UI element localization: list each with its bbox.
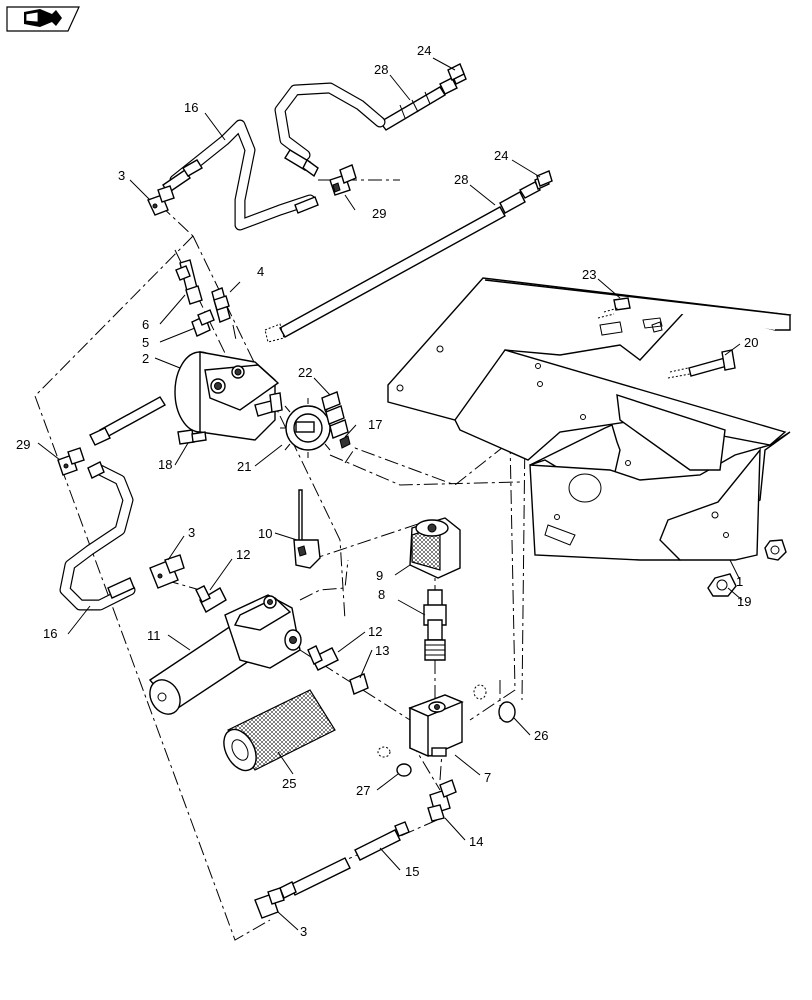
leader-lines (37, 57, 743, 931)
chain-link (321, 391, 349, 439)
book-arrow-icon[interactable] (6, 6, 80, 32)
callout-16-lower: 16 (43, 626, 57, 641)
callout-21: 21 (237, 459, 251, 474)
key (339, 435, 351, 449)
callout-28-top: 28 (374, 62, 388, 77)
bolt-18 (177, 429, 207, 445)
callout-10: 10 (258, 526, 272, 541)
callout-5: 5 (142, 335, 149, 350)
adapter-5 (191, 309, 215, 337)
callout-24-top: 24 (417, 43, 431, 58)
callout-16-top: 16 (184, 100, 198, 115)
elbow-fitting-29-upper (329, 164, 357, 196)
callout-11: 11 (147, 628, 161, 643)
adapter-4 (211, 287, 231, 323)
hose-15 (279, 821, 410, 899)
tee-fitting-3-mid (149, 554, 185, 589)
callout-2: 2 (142, 351, 149, 366)
callout-29-top: 29 (372, 206, 386, 221)
filter-element (223, 689, 336, 772)
callout-24-right: 24 (494, 148, 508, 163)
fitting-12-upper (195, 585, 227, 613)
elbow-fitting-14 (427, 779, 457, 822)
callout-13: 13 (375, 643, 389, 658)
sensor (293, 489, 321, 569)
callout-23: 23 (582, 267, 596, 282)
elbow-fitting-3-upper (147, 185, 175, 216)
callout-8: 8 (378, 587, 385, 602)
fitting-12-lower (307, 645, 339, 671)
callout-6: 6 (142, 317, 149, 332)
callout-28-right: 28 (454, 172, 468, 187)
callout-3-bottom: 3 (300, 924, 307, 939)
callout-19: 19 (737, 594, 751, 609)
callout-27: 27 (356, 783, 370, 798)
callout-17: 17 (368, 417, 382, 432)
callout-29-left: 29 (16, 437, 30, 452)
callout-12-upper: 12 (236, 547, 250, 562)
elbow-fitting-29-left (57, 447, 85, 476)
hose-28-upper (378, 68, 467, 131)
callout-18: 18 (158, 457, 172, 472)
callout-20: 20 (744, 335, 758, 350)
callout-25: 25 (282, 776, 296, 791)
spacer-26 (473, 684, 516, 723)
filter-housing (148, 594, 302, 715)
callout-12-lower: 12 (368, 624, 382, 639)
callout-15: 15 (405, 864, 419, 879)
callout-labels: 24 28 16 3 29 24 28 23 20 4 6 5 2 22 17 … (16, 43, 758, 939)
callout-1: 1 (736, 574, 743, 589)
callout-3-mid: 3 (188, 525, 195, 540)
mounting-bracket (387, 277, 792, 561)
fitting-13 (349, 673, 369, 695)
hose-16-upper (162, 82, 386, 231)
callout-3-top: 3 (118, 168, 125, 183)
solenoid-coil (409, 517, 461, 579)
callout-26: 26 (534, 728, 548, 743)
callout-9: 9 (376, 568, 383, 583)
callout-14: 14 (469, 834, 483, 849)
fitting-24-right (536, 170, 553, 187)
valve-stem (423, 589, 447, 661)
hose-16-lower (59, 396, 166, 611)
valve-block (408, 694, 464, 758)
callout-22: 22 (298, 365, 312, 380)
elbow-fitting-3-bottom (254, 887, 285, 919)
callout-7: 7 (484, 770, 491, 785)
sprocket (280, 398, 336, 458)
hydraulic-motor (174, 351, 283, 441)
adapter-6 (175, 259, 203, 305)
callout-4: 4 (257, 264, 264, 279)
nut-27 (377, 746, 412, 777)
